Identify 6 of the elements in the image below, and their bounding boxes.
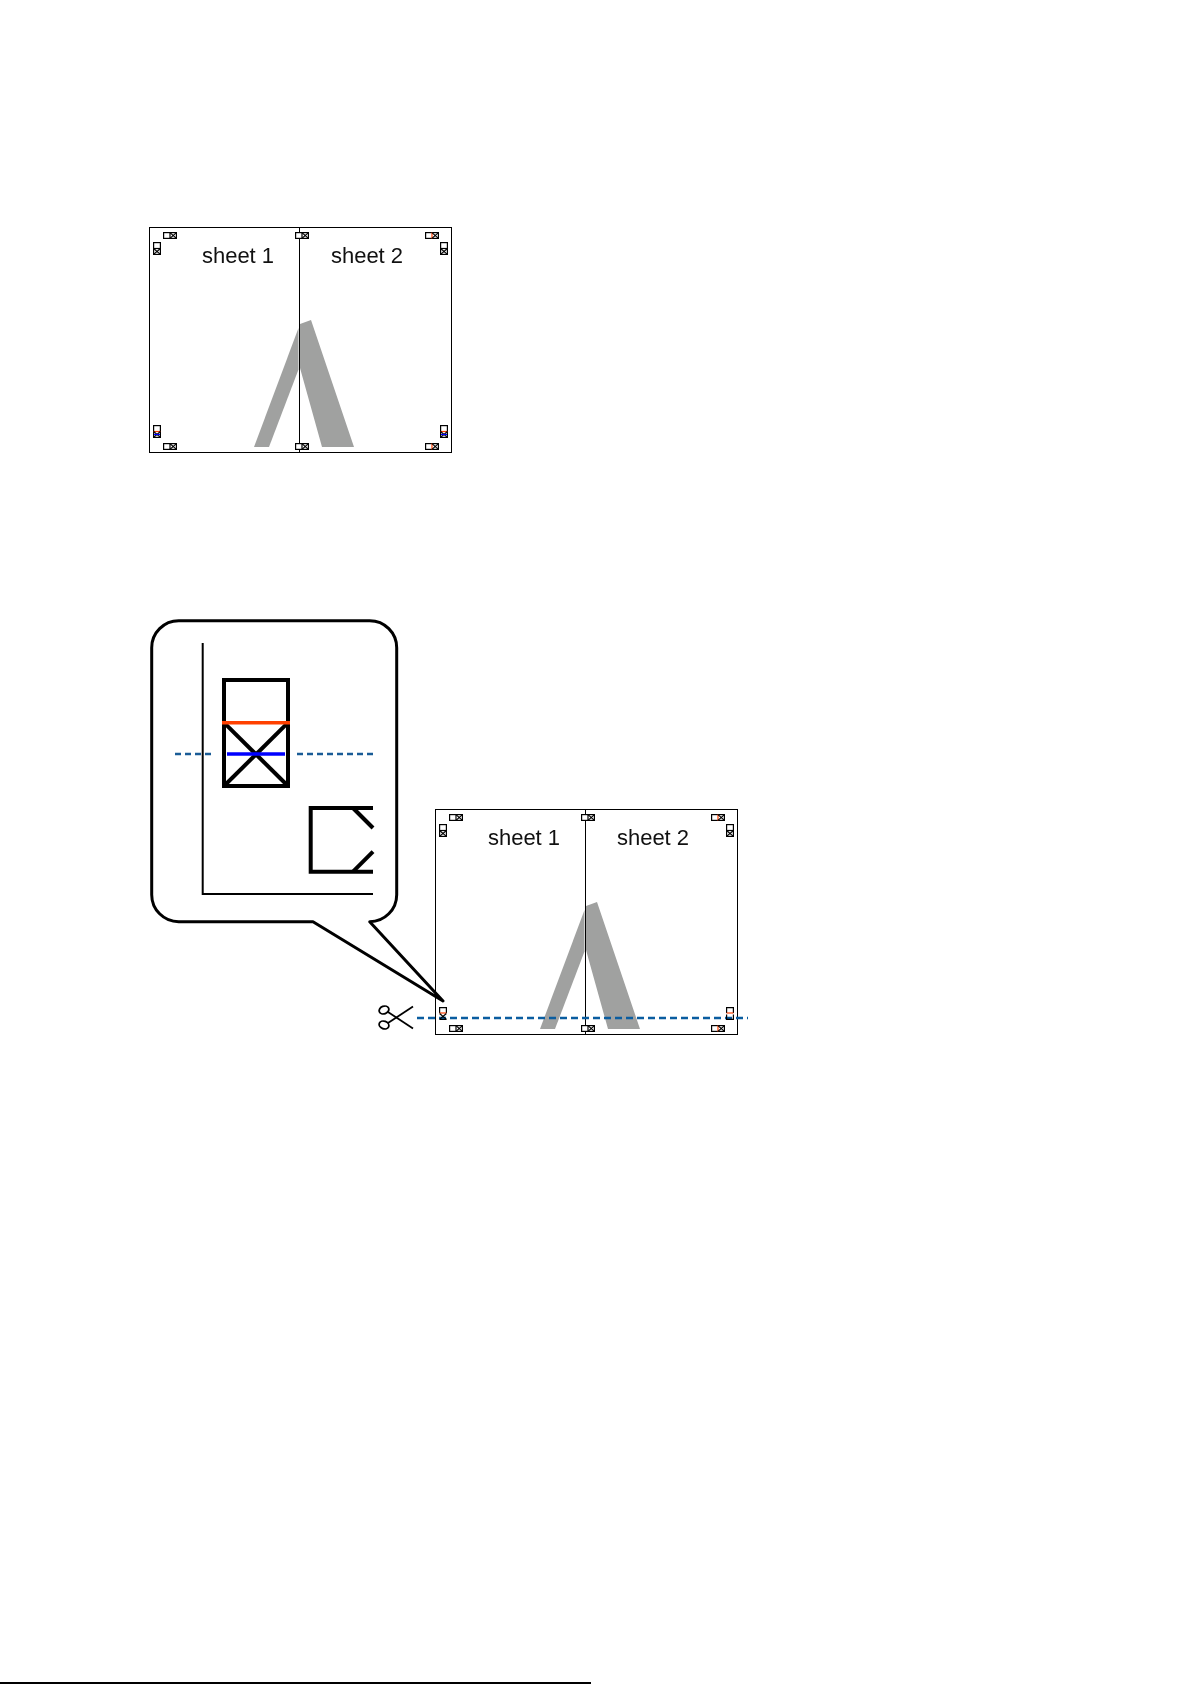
sheet-label: sheet 1 (487, 827, 561, 849)
sheet-label: sheet 1 (201, 245, 275, 267)
sheet-panel (585, 809, 738, 1035)
sheet-label: sheet 2 (616, 827, 690, 849)
sheet-panel (299, 227, 452, 453)
sheet-label: sheet 2 (330, 245, 404, 267)
